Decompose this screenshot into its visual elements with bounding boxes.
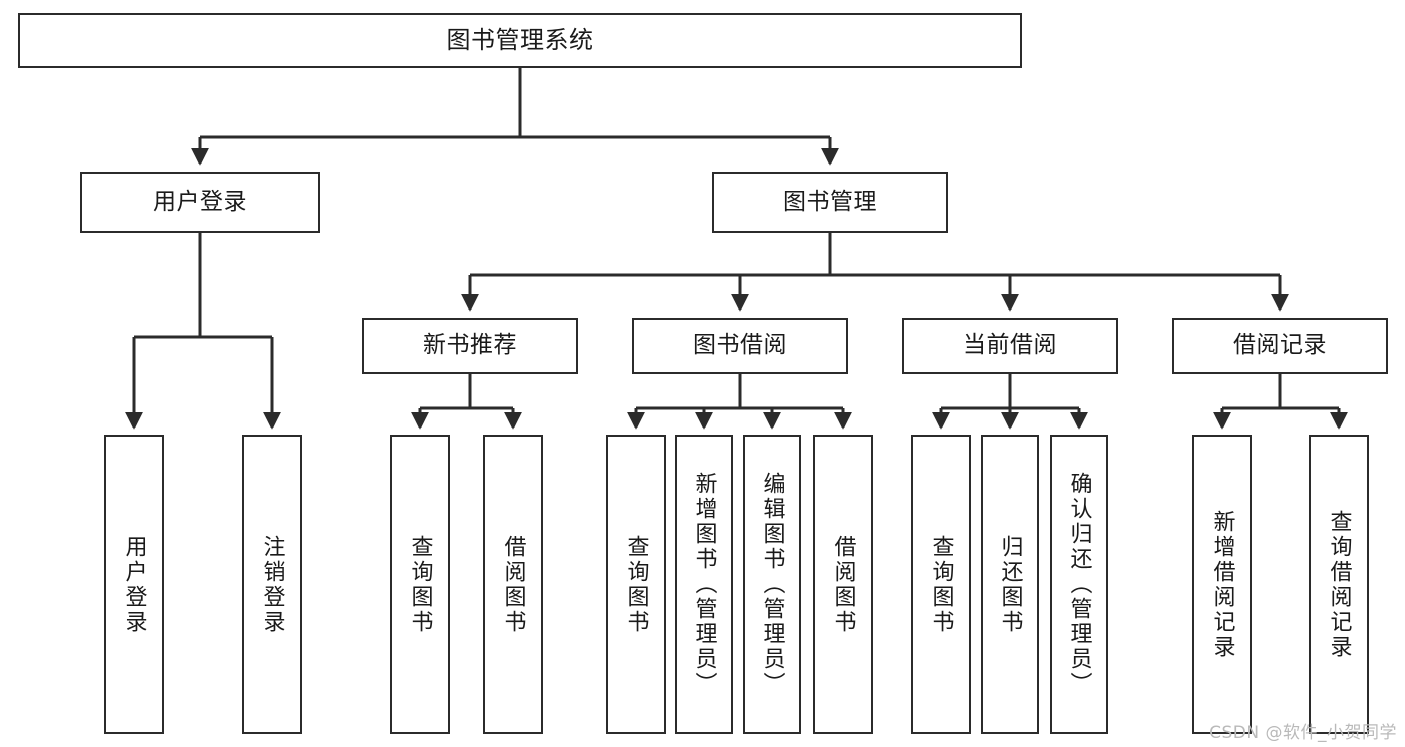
leaf-query-book-borrow[interactable]: 查询图书 <box>606 435 666 734</box>
node-label: 查询图书 <box>407 534 433 635</box>
leaf-return-book[interactable]: 归还图书 <box>981 435 1039 734</box>
node-label: 图书借阅 <box>693 332 787 359</box>
node-book-manage[interactable]: 图书管理 <box>712 172 948 233</box>
node-label: 用户登录 <box>121 534 147 635</box>
leaf-query-book-recommend[interactable]: 查询图书 <box>390 435 450 734</box>
leaf-borrow-book-recommend[interactable]: 借阅图书 <box>483 435 543 734</box>
node-label: 编辑图书（管理员） <box>759 472 785 697</box>
node-current-borrow[interactable]: 当前借阅 <box>902 318 1118 374</box>
node-label: 查询图书 <box>928 534 954 635</box>
node-label: 借阅记录 <box>1233 332 1327 359</box>
node-new-book-recommend[interactable]: 新书推荐 <box>362 318 578 374</box>
node-label: 借阅图书 <box>500 534 526 635</box>
leaf-query-book-current[interactable]: 查询图书 <box>911 435 971 734</box>
node-label: 图书管理系统 <box>446 26 594 55</box>
leaf-add-borrow-record[interactable]: 新增借阅记录 <box>1192 435 1252 734</box>
csdn-watermark: CSDN @软件_小贺同学 <box>1209 723 1397 743</box>
node-book-borrow[interactable]: 图书借阅 <box>632 318 848 374</box>
node-root-system[interactable]: 图书管理系统 <box>18 13 1022 68</box>
leaf-query-borrow-record[interactable]: 查询借阅记录 <box>1309 435 1369 734</box>
node-label: 查询借阅记录 <box>1326 509 1352 660</box>
leaf-edit-book[interactable]: 编辑图书（管理员） <box>743 435 801 734</box>
node-label: 归还图书 <box>997 534 1023 635</box>
node-label: 当前借阅 <box>963 332 1057 359</box>
node-label: 新书推荐 <box>423 332 517 359</box>
leaf-confirm-return[interactable]: 确认归还（管理员） <box>1050 435 1108 734</box>
leaf-add-book[interactable]: 新增图书（管理员） <box>675 435 733 734</box>
node-label: 借阅图书 <box>830 534 856 635</box>
node-label: 确认归还（管理员） <box>1066 472 1092 697</box>
leaf-borrow-book[interactable]: 借阅图书 <box>813 435 873 734</box>
node-label: 用户登录 <box>153 188 247 215</box>
node-user-login[interactable]: 用户登录 <box>80 172 320 233</box>
leaf-logout-login[interactable]: 注销登录 <box>242 435 302 734</box>
node-label: 新增图书（管理员） <box>691 472 717 697</box>
node-label: 图书管理 <box>783 188 877 215</box>
node-label: 查询图书 <box>623 534 649 635</box>
leaf-user-login[interactable]: 用户登录 <box>104 435 164 734</box>
node-borrow-record[interactable]: 借阅记录 <box>1172 318 1388 374</box>
node-label: 注销登录 <box>259 534 285 635</box>
node-label: 新增借阅记录 <box>1209 509 1235 660</box>
